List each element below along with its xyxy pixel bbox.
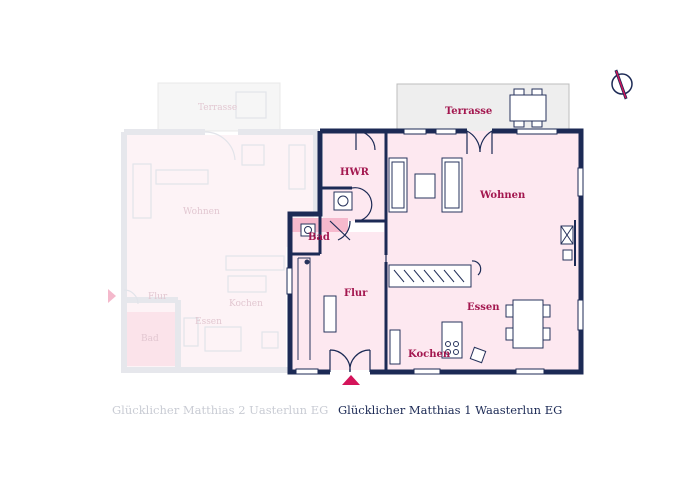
sofa-left [388, 157, 408, 213]
caption-ghost-unit: Glücklicher Matthias 2 Uasterlun EG [112, 403, 329, 417]
essen-label: Essen [467, 302, 500, 313]
hwr-label: HWR [340, 167, 370, 178]
windows [286, 128, 584, 375]
room-fills [292, 131, 579, 371]
flur-label: Flur [344, 288, 368, 299]
ghost-kochen-label: Kochen [229, 299, 263, 309]
ghost-bad-fill [126, 312, 178, 366]
ghost-terrace [157, 82, 281, 132]
ghost-flur-label: Flur [148, 292, 168, 302]
furniture [297, 88, 574, 365]
sofa-right [441, 157, 463, 213]
caption-main-unit: Glücklicher Matthias 1 Waasterlun EG [338, 403, 563, 417]
wohnen-label: Wohnen [479, 190, 526, 201]
doors [329, 130, 493, 373]
terrace-table [509, 94, 547, 122]
ghost-unit: Terrasse Wohnen Flur Kochen Essen Bad [108, 82, 319, 373]
coffee-table [414, 173, 436, 199]
ghost-terrasse-label: Terrasse [198, 103, 237, 113]
bad-label: Bad [308, 232, 330, 243]
compass-icon [611, 69, 633, 100]
kitchen-island [441, 321, 463, 359]
hwr-fill [323, 131, 384, 221]
terrasse-label: Terrasse [445, 106, 492, 117]
entrance-arrow-icon [342, 375, 360, 385]
kitchen-counter [388, 264, 472, 288]
ghost-wohnen-label: Wohnen [183, 207, 220, 217]
ghost-entrance-icon [108, 289, 116, 303]
ghost-essen-label: Essen [195, 317, 222, 327]
ghost-wohnen-fill [124, 135, 314, 247]
kochen-label: Kochen [408, 349, 451, 360]
ghost-bad-label: Bad [141, 334, 159, 344]
dining-table [512, 299, 544, 349]
